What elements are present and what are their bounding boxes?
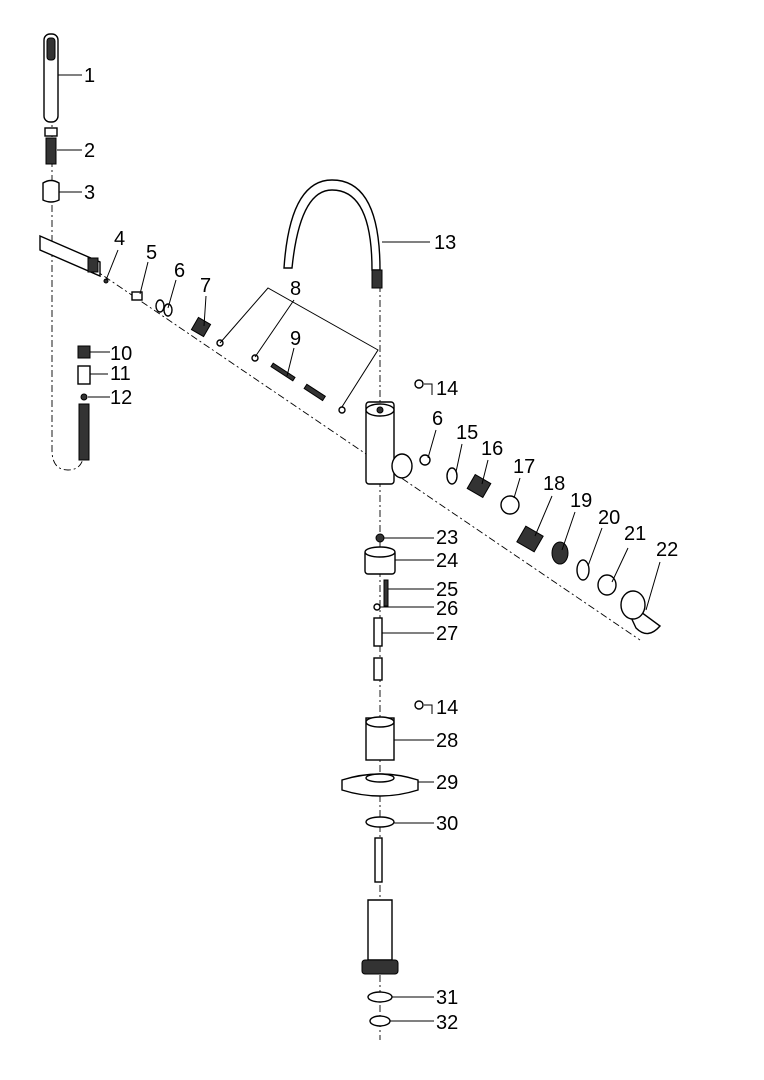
part-labels: 1 2 3 4 5 6 7 8 9 10 11 12 13 14 6 15 16… xyxy=(84,65,678,1034)
part-label-29: 29 xyxy=(436,772,458,794)
part-label-19: 19 xyxy=(570,490,592,512)
leader-lines xyxy=(57,74,661,1022)
part-label-3: 3 xyxy=(84,182,95,204)
part-label-21: 21 xyxy=(624,523,646,545)
part-label-26: 26 xyxy=(436,598,458,620)
part-label-4: 4 xyxy=(114,228,125,250)
part-label-9: 9 xyxy=(290,328,301,350)
part-label-17: 17 xyxy=(513,456,535,478)
diverter-parts xyxy=(131,287,379,414)
part-label-13: 13 xyxy=(434,232,456,254)
part-label-14: 14 xyxy=(436,378,458,400)
part-label-22: 22 xyxy=(656,539,678,561)
part-label-24: 24 xyxy=(436,550,458,572)
part-label-1: 1 xyxy=(84,65,95,87)
lower-column-parts xyxy=(341,533,424,1027)
part-label-25: 25 xyxy=(436,579,458,601)
part-label-28: 28 xyxy=(436,730,458,752)
part-label-2: 2 xyxy=(84,140,95,162)
part-label-27: 27 xyxy=(436,623,458,645)
part-label-6: 6 xyxy=(174,260,185,282)
part-label-23: 23 xyxy=(436,527,458,549)
part-label-7: 7 xyxy=(200,275,211,297)
part-label-16: 16 xyxy=(481,438,503,460)
part-label-30: 30 xyxy=(436,813,458,835)
part-label-5: 5 xyxy=(146,242,157,264)
part-label-20: 20 xyxy=(598,507,620,529)
part-label-15: 15 xyxy=(456,422,478,444)
part-label-14b: 14 xyxy=(436,697,458,719)
part-label-11: 11 xyxy=(110,363,131,385)
part-label-12: 12 xyxy=(110,387,132,409)
part-label-6b: 6 xyxy=(432,408,443,430)
part-label-32: 32 xyxy=(436,1012,458,1034)
part-label-8: 8 xyxy=(290,278,301,300)
spout xyxy=(283,179,383,289)
part-label-10: 10 xyxy=(110,343,132,365)
part-label-18: 18 xyxy=(543,473,565,495)
hand-shower-parts xyxy=(39,33,109,461)
part-label-31: 31 xyxy=(436,987,458,1009)
